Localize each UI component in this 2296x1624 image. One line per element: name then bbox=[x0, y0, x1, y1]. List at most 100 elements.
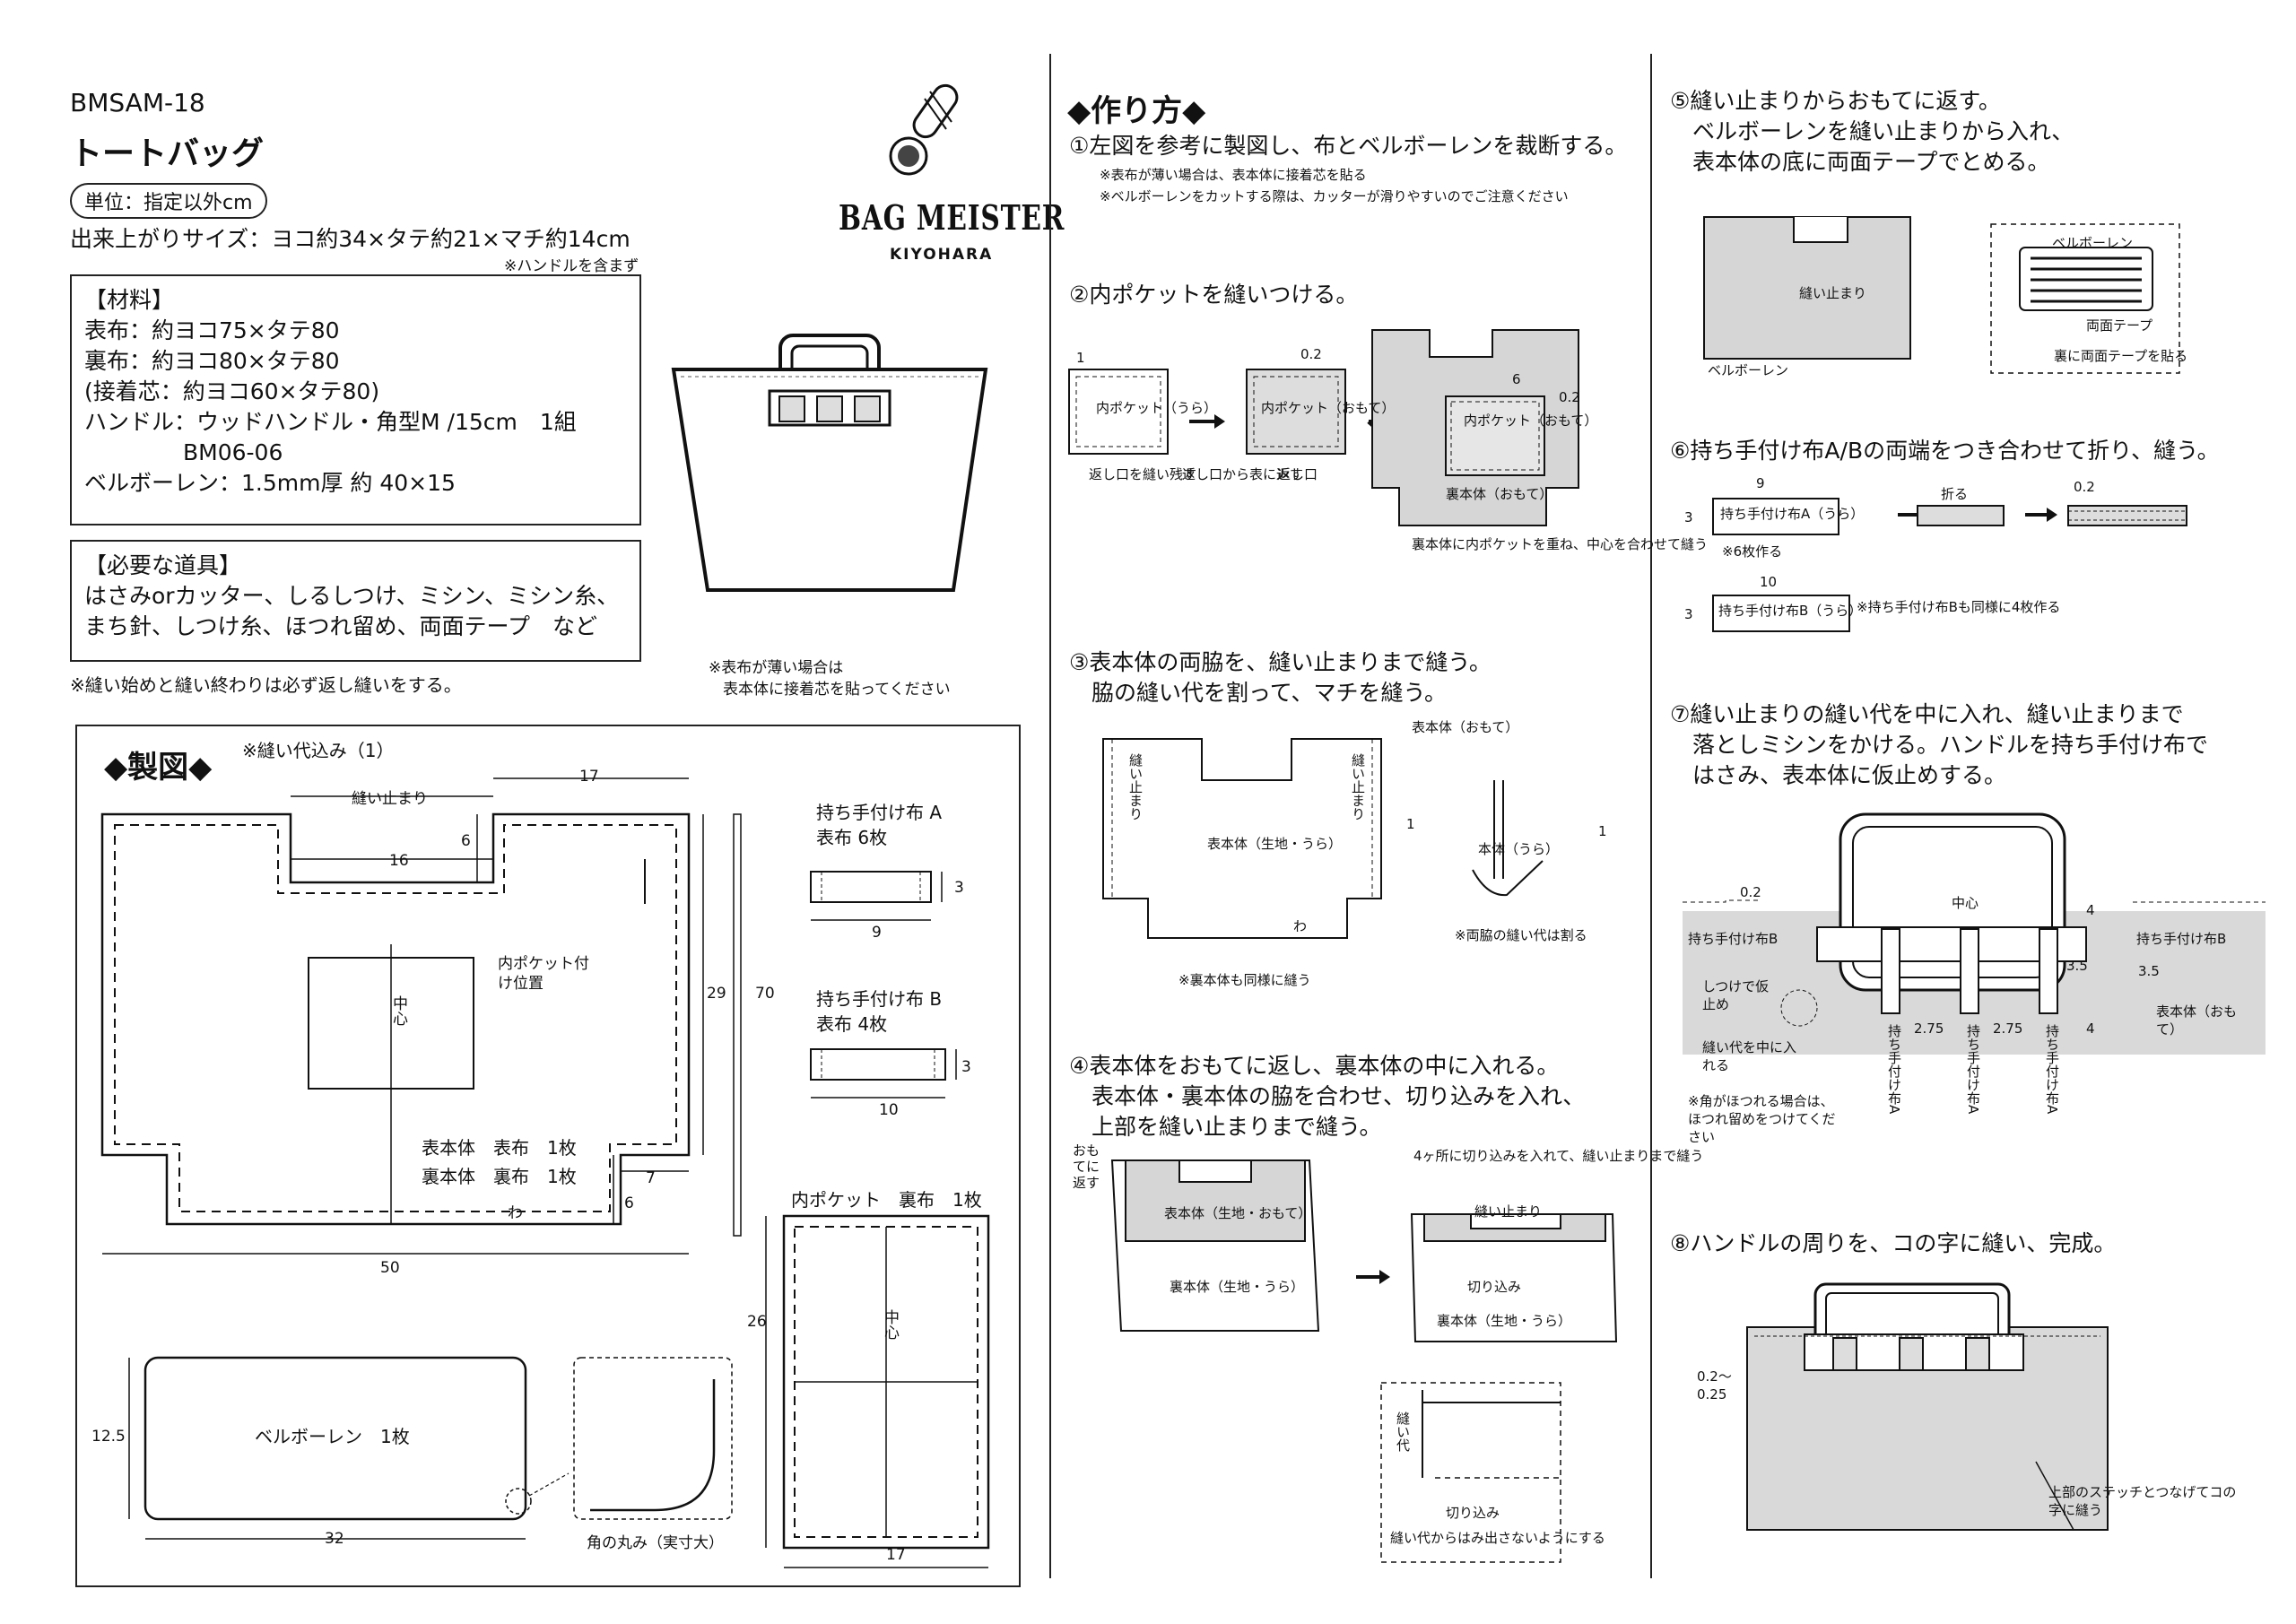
step-4: ④表本体をおもてに返し、裏本体の中に入れる。 表本体・裏本体の脇を合わせ、切り込… bbox=[1069, 1053, 1586, 1140]
unit-badge: 単位：指定以外cm bbox=[70, 183, 267, 219]
dim-32: 32 bbox=[325, 1530, 344, 1548]
step3-stop-r: 縫い止まり bbox=[1350, 753, 1366, 821]
tote-bag-illustration bbox=[668, 334, 991, 606]
step2-02: 0.2 bbox=[1300, 346, 1322, 362]
step5-stop: 縫い止まり bbox=[1799, 285, 1867, 301]
step-8: ⑧ハンドルの周りを、コの字に縫い、完成。 bbox=[1670, 1230, 2117, 1256]
dim-6: 6 bbox=[461, 832, 471, 850]
step2-pocket-front: 内ポケット（おもて） bbox=[1261, 400, 1396, 416]
step7-35b: 3.5 bbox=[2138, 963, 2160, 979]
materials-box: 【材料】 表布：約ヨコ75×タテ80 裏布：約ヨコ80×タテ80 (接着芯：約ヨ… bbox=[70, 274, 641, 525]
step2-note: 裏本体に内ポケットを重ね、中心を合わせて縫う bbox=[1412, 536, 1709, 552]
pattern-frame bbox=[75, 725, 1021, 1587]
step5-belv-box: ベルボーレン bbox=[2052, 235, 2134, 251]
step3-stop-l: 縫い止まり bbox=[1127, 753, 1144, 821]
step3-body: 表本体（生地・うら） bbox=[1207, 836, 1343, 852]
material-line: BM06-06 bbox=[183, 439, 283, 465]
step6-02: 0.2 bbox=[2074, 479, 2095, 495]
step4-inner: 裏本体（生地・うら） bbox=[1170, 1279, 1305, 1295]
size-note: ※ハンドルを含まず bbox=[504, 257, 639, 275]
step-1: ①左図を参考に製図し、布とベルボーレンを裁断する。 bbox=[1069, 133, 1628, 159]
dim-12-5: 12.5 bbox=[91, 1428, 126, 1446]
step2-return: 返し口 bbox=[1277, 466, 1318, 482]
material-line: 裏布：約ヨコ80×タテ80 bbox=[84, 348, 340, 374]
step-6-diagram bbox=[1712, 498, 2187, 632]
tools-line: はさみorカッター、しるしつけ、ミシン、ミシン糸、 bbox=[84, 583, 620, 609]
stop-label: 縫い止まり bbox=[352, 790, 428, 808]
dim-70: 70 bbox=[755, 985, 775, 1003]
step7-tabA: 持ち手付け布A bbox=[2044, 1024, 2060, 1115]
step7-tabB-l: 持ち手付け布B bbox=[1688, 931, 1779, 947]
dim-3b: 3 bbox=[961, 1058, 971, 1076]
step7-tabB-r: 持ち手付け布B bbox=[2136, 931, 2227, 947]
dim-16: 16 bbox=[389, 852, 409, 870]
step7-02: 0.2 bbox=[1740, 884, 1761, 900]
material-line: ハンドル：ウッドハンドル・角型M /15cm 1組 bbox=[84, 409, 577, 435]
step7-four2: 4 bbox=[2086, 1020, 2095, 1037]
step7-tack: しつけで仮止め bbox=[1702, 978, 1770, 1012]
seam-allowance-note: ※縫い代込み（1） bbox=[242, 740, 395, 761]
step4-cut: 切り込み bbox=[1467, 1279, 1522, 1295]
interfacing-note: 表本体に接着芯を貼ってください bbox=[723, 681, 951, 699]
step4-cut2: 切り込み bbox=[1446, 1505, 1500, 1521]
step7-tabA: 持ち手付け布A bbox=[1965, 1024, 1981, 1115]
pocket-center-label: 中心 bbox=[881, 1309, 899, 1340]
step-4-diagram bbox=[1110, 1159, 1618, 1563]
bellboren-label: ベルボーレン 1枚 bbox=[255, 1426, 410, 1447]
step7-tuck: 縫い代を中に入れる bbox=[1702, 1039, 1797, 1073]
step2-pocket-back: 内ポケット（うら） bbox=[1096, 400, 1218, 416]
material-line: (接着芯：約ヨコ60×タテ80) bbox=[84, 378, 380, 404]
step-3: ③表本体の両脇を、縫い止まりまで縫う。 脇の縫い代を割って、マチを縫う。 bbox=[1069, 649, 1492, 706]
step8-gap2: 0.25 bbox=[1697, 1386, 1727, 1403]
dim-7: 7 bbox=[646, 1169, 656, 1187]
step2-return-turn: 返し口から表に返す bbox=[1182, 466, 1304, 482]
step3-one: 1 bbox=[1406, 816, 1415, 832]
step3-same: ※裏本体も同様に縫う bbox=[1178, 972, 1311, 988]
step-1-note: ※ベルボーレンをカットする際は、カッターが滑りやすいのでご注意ください bbox=[1100, 188, 1569, 204]
dim-50: 50 bbox=[380, 1259, 400, 1277]
step4-stop: 縫い止まり bbox=[1474, 1203, 1543, 1220]
step6-tabA: 持ち手付け布A（うら） bbox=[1720, 506, 1865, 522]
step6-fold: 折る bbox=[1941, 486, 1969, 502]
pattern-heading: ◆製図◆ bbox=[104, 750, 213, 786]
step6-tabB: 持ち手付け布B（うら） bbox=[1718, 603, 1863, 619]
step3-fold: わ bbox=[1293, 918, 1308, 934]
roller-tool-icon bbox=[883, 83, 982, 185]
body-outer-label: 表本体 表布 1枚 bbox=[422, 1137, 577, 1159]
step5-tape-note: 裏に両面テープを貼る bbox=[2054, 348, 2188, 364]
step-7-diagram bbox=[1683, 812, 2266, 1055]
material-line: ベルボーレン：1.5mm厚 約 40×15 bbox=[84, 470, 456, 496]
step7-275a: 2.75 bbox=[1914, 1020, 1944, 1037]
step-7: ⑦縫い止まりの縫い代を中に入れ、縫い止まりまで 落としミシンをかける。ハンドルを… bbox=[1670, 701, 2209, 788]
material-line: 表布：約ヨコ75×タテ80 bbox=[84, 317, 340, 343]
pocket-title: 内ポケット 裏布 1枚 bbox=[791, 1189, 982, 1211]
column-divider bbox=[1049, 54, 1051, 1578]
dim-3a: 3 bbox=[954, 879, 964, 897]
tools-heading: 【必要な道具】 bbox=[84, 552, 242, 578]
dim-17: 17 bbox=[579, 768, 599, 786]
brand-logo: BAG MEISTER bbox=[839, 197, 1065, 238]
step4-seam: 縫い代 bbox=[1395, 1411, 1411, 1452]
step2-pocket-on: 内ポケット（おもて） bbox=[1464, 413, 1598, 429]
materials-heading: 【材料】 bbox=[84, 287, 175, 313]
tabB-title: 持ち手付け布 B bbox=[816, 988, 943, 1010]
step4-cut-note: 4ヶ所に切り込みを入れて、縫い止まりまで縫う bbox=[1413, 1148, 1704, 1164]
step3-body-back: 本体（うら） bbox=[1478, 841, 1560, 857]
step7-center: 中心 bbox=[1952, 895, 1979, 911]
step4-avoid: 縫い代からはみ出さないようにする bbox=[1390, 1530, 1605, 1546]
step2-inner-body: 裏本体（おもて） bbox=[1446, 486, 1553, 502]
center-label: 中心 bbox=[389, 995, 407, 1026]
step7-body: 表本体（おもて） bbox=[2156, 1003, 2238, 1038]
pattern-diagram bbox=[100, 777, 990, 1568]
finished-size: 出来上がりサイズ：ヨコ約34×タテ約21×マチ約14cm bbox=[70, 226, 631, 252]
step7-tabA: 持ち手付け布A bbox=[1886, 1024, 1902, 1115]
step8-gap1: 0.2〜 bbox=[1697, 1368, 1732, 1385]
step6-b10: 10 bbox=[1760, 574, 1778, 590]
dim-10: 10 bbox=[879, 1101, 899, 1119]
step-3-diagram bbox=[1102, 738, 1544, 939]
step7-35a: 3.5 bbox=[2066, 958, 2088, 974]
step6-b3: 3 bbox=[1684, 606, 1693, 622]
step6-a3: 3 bbox=[1684, 509, 1693, 525]
step7-four: 4 bbox=[2086, 902, 2095, 918]
dim-17b: 17 bbox=[886, 1546, 906, 1564]
